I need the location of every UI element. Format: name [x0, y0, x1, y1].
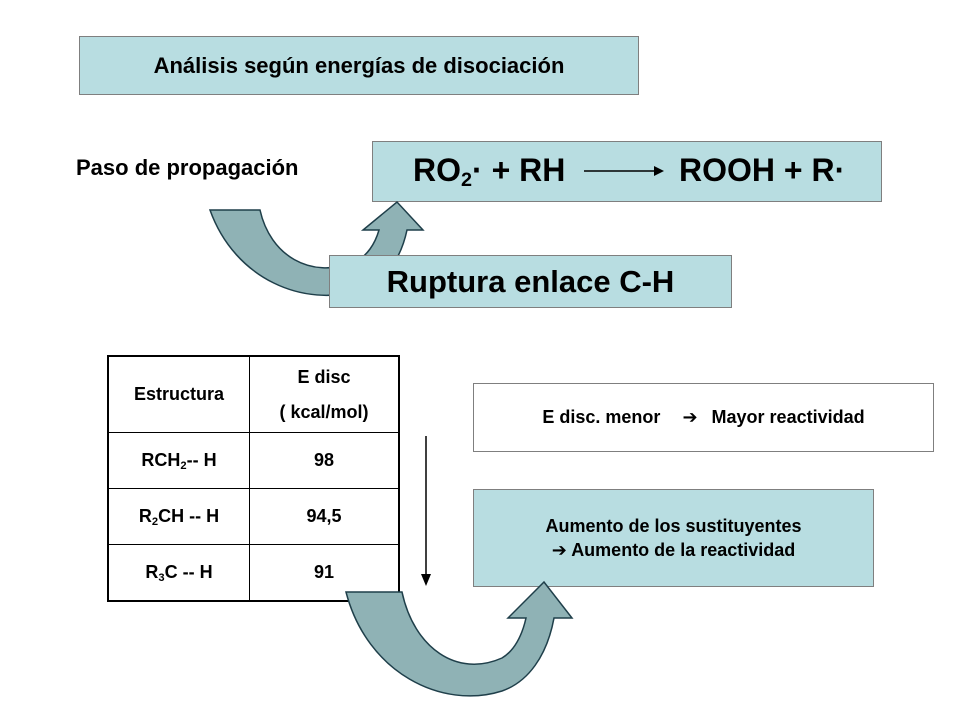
structure-subscript: 2 — [151, 515, 159, 528]
edisc-left-text: E disc. menor — [542, 407, 661, 427]
down-arrow-icon — [421, 436, 431, 586]
header-energy-label: E disc — [297, 366, 351, 387]
reaction-products: ROOH + R· — [679, 152, 846, 188]
table-row: RCH2-- H 98 — [109, 433, 398, 489]
rupture-text: Ruptura enlace C-H — [386, 263, 675, 299]
structure-cell: RCH2-- H — [109, 433, 250, 488]
energy-cell: 91 — [250, 545, 398, 600]
header-energy: E disc ( kcal/mol) — [250, 357, 398, 432]
right-arrow-icon: ➔ — [682, 407, 698, 427]
aumento-box: Aumento de los sustituyentes ➔ Aumento d… — [473, 489, 874, 587]
structure-cell: R3C -- H — [109, 545, 250, 600]
table-row: R2CH -- H 94,5 — [109, 489, 398, 545]
structure-text: CH -- H — [158, 506, 220, 526]
aumento-line2: Aumento de la reactividad — [571, 540, 796, 560]
structure-text: R — [145, 562, 159, 582]
edisc-box: E disc. menor ➔ Mayor reactividad — [473, 383, 934, 452]
aumento-line2-wrap: ➔ Aumento de la reactividad — [552, 538, 796, 562]
structure-text: R — [138, 506, 152, 526]
table-header-row: Estructura E disc ( kcal/mol) — [109, 357, 398, 433]
reactant-subscript: 2 — [461, 168, 473, 191]
dissociation-energy-table: Estructura E disc ( kcal/mol) RCH2-- H 9… — [107, 355, 400, 602]
structure-subscript: 3 — [158, 571, 165, 584]
step-label: Paso de propagación — [76, 155, 299, 180]
curved-arrow-icon — [345, 580, 574, 697]
reaction-reactants: RO2· + RH — [413, 152, 566, 191]
structure-text: C -- H — [164, 562, 213, 582]
structure-text: RCH — [141, 450, 181, 470]
energy-cell: 98 — [250, 433, 398, 488]
energy-value: 91 — [313, 562, 335, 582]
reactant-ro: RO — [413, 152, 461, 188]
aumento-line1: Aumento de los sustituyentes — [545, 516, 802, 536]
edisc-right-text: Mayor reactividad — [711, 407, 865, 427]
rupture-box: Ruptura enlace C-H — [329, 255, 732, 308]
reaction-arrow-icon — [584, 166, 664, 176]
energy-cell: 94,5 — [250, 489, 398, 544]
title-text: Análisis según energías de disociación — [153, 52, 565, 78]
right-arrow-icon: ➔ — [551, 540, 567, 560]
header-energy-unit: ( kcal/mol) — [279, 401, 369, 422]
structure-subscript: 2 — [180, 459, 187, 472]
table-row: R3C -- H 91 — [109, 545, 398, 600]
reactant-rest: · + RH — [472, 152, 566, 188]
structure-cell: R2CH -- H — [109, 489, 250, 544]
energy-value: 94,5 — [306, 506, 342, 526]
structure-text: -- H — [186, 450, 217, 470]
title-box: Análisis según energías de disociación — [79, 36, 639, 95]
energy-value: 98 — [313, 450, 335, 470]
header-structure: Estructura — [109, 357, 250, 432]
header-structure-label: Estructura — [133, 384, 225, 404]
